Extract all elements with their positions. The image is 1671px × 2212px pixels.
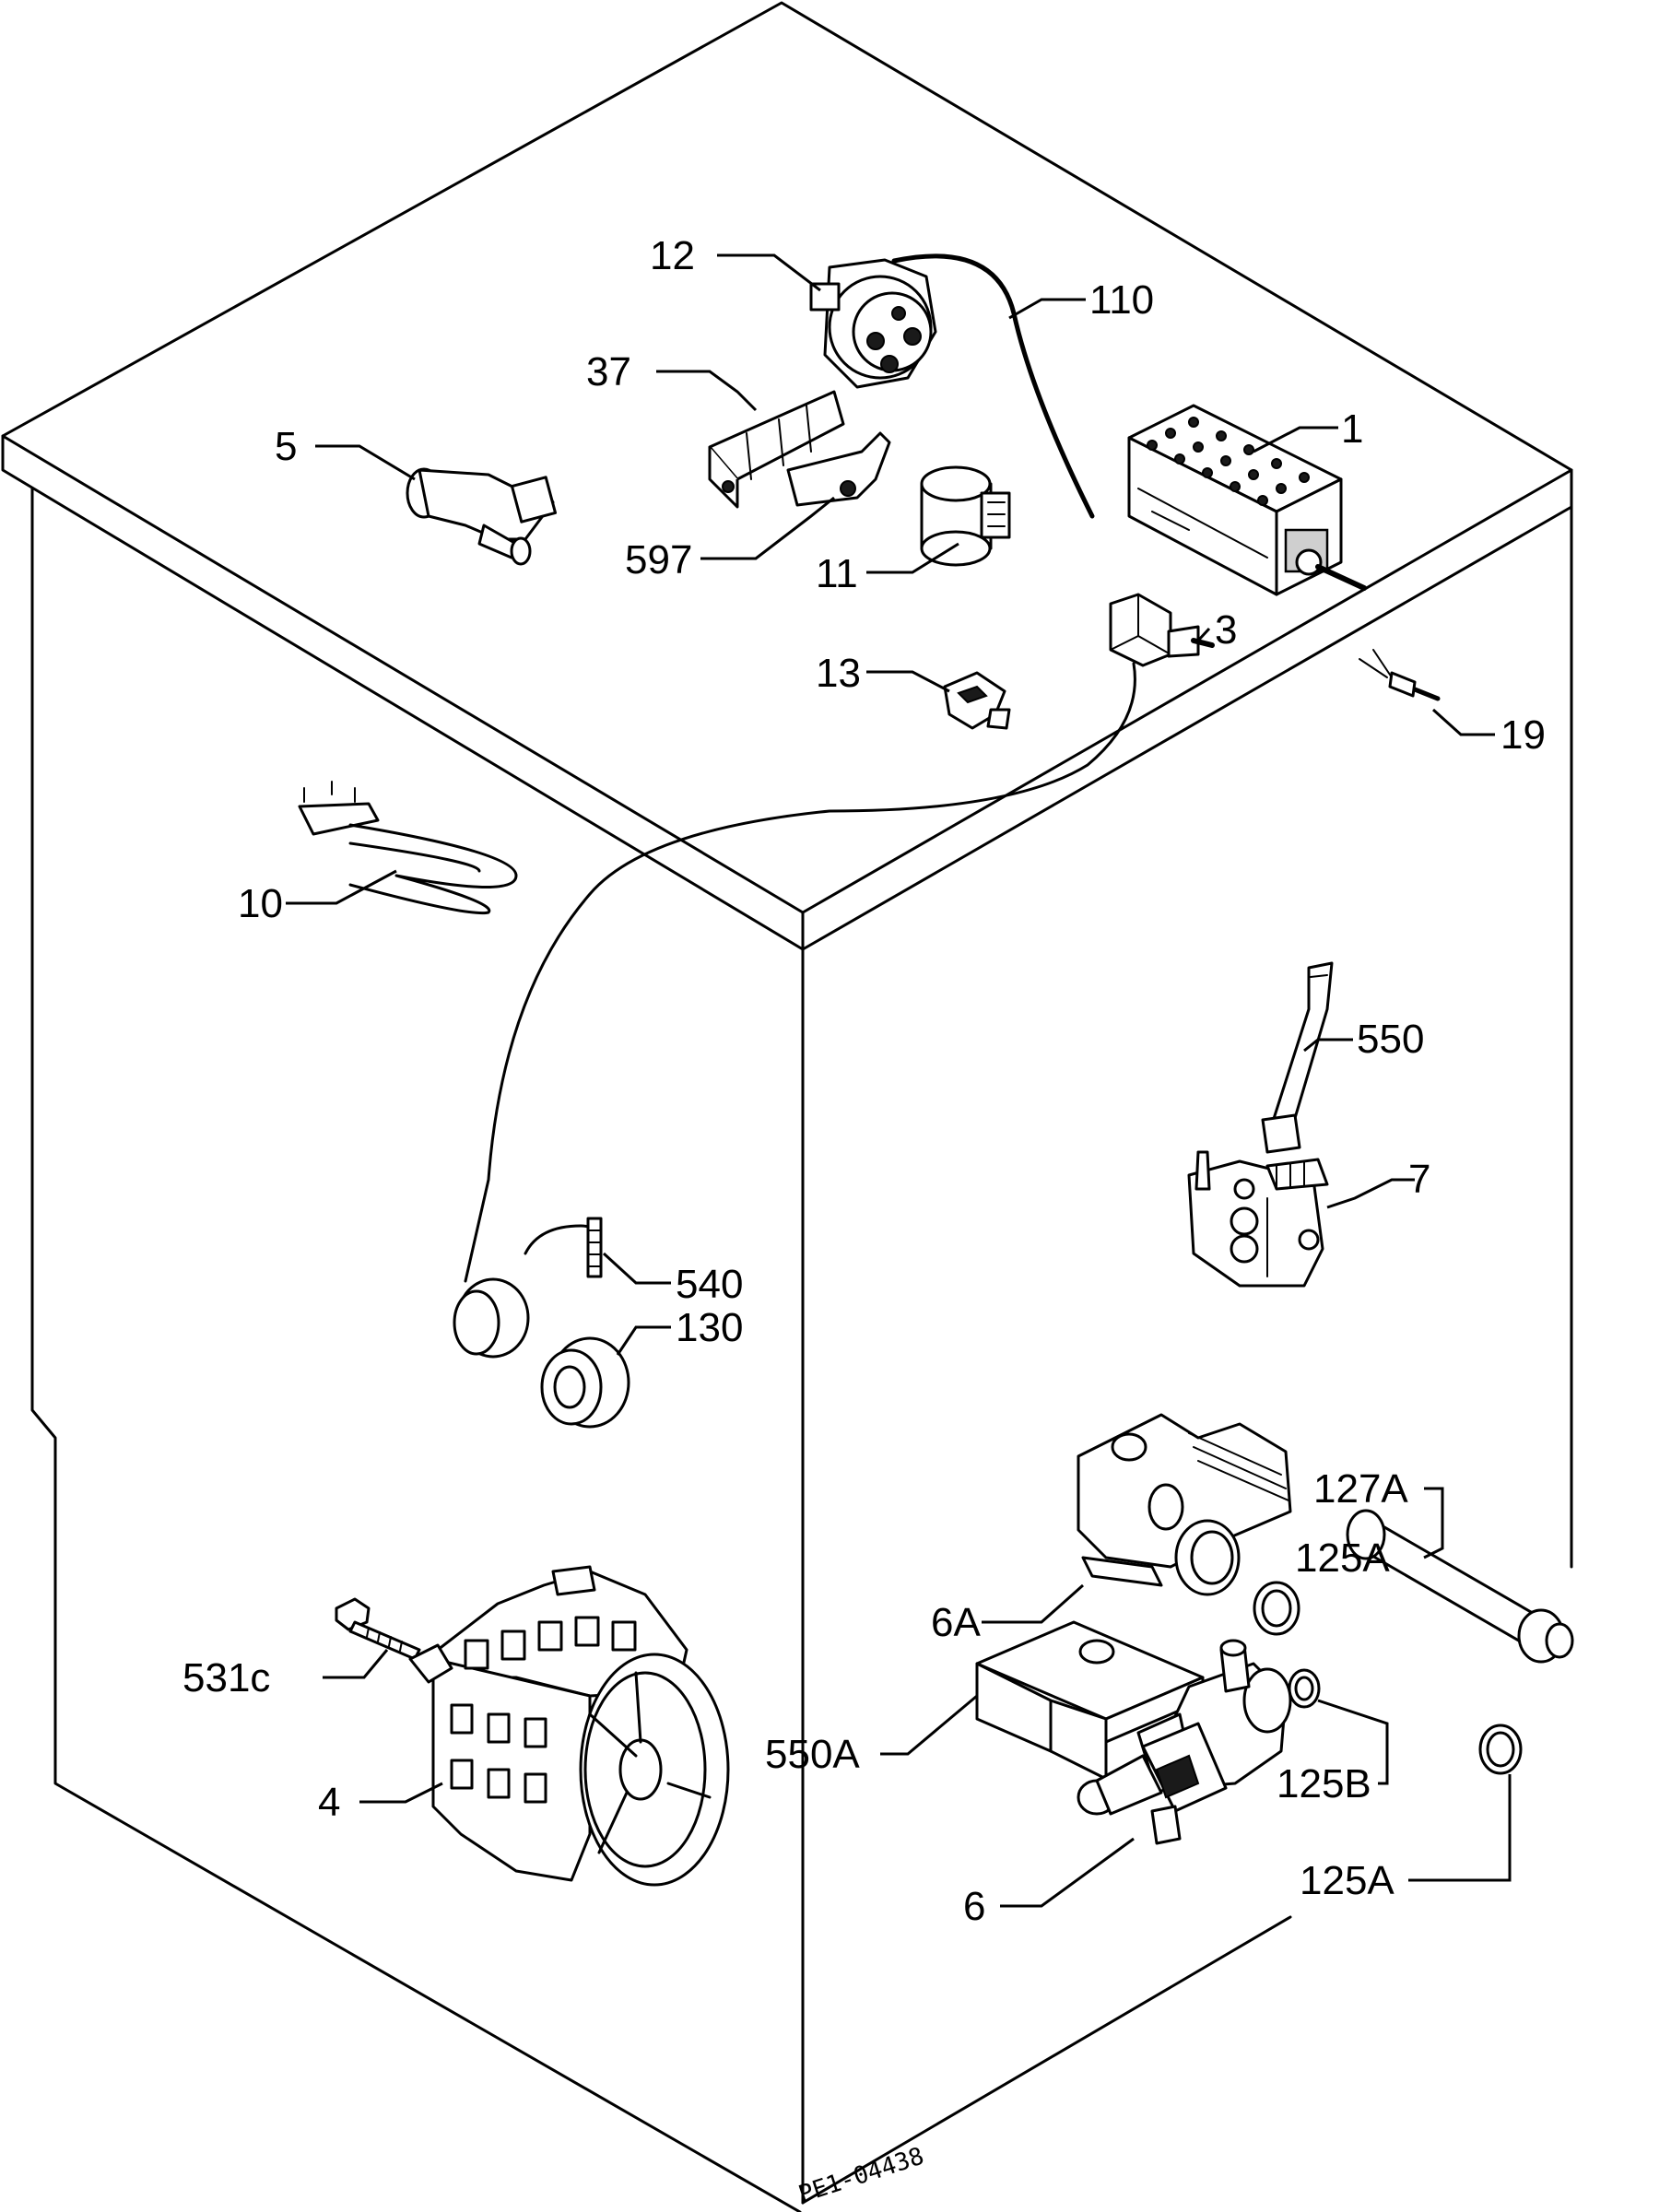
part-125B-ring (1288, 1668, 1321, 1709)
part-1-programme-timer (1127, 404, 1367, 596)
label-part-1: 1 (1341, 406, 1363, 452)
label-part-550: 550 (1357, 1017, 1424, 1062)
label-part-19: 19 (1500, 712, 1546, 758)
part-130-grommet-1 (453, 1277, 530, 1359)
label-part-37: 37 (586, 349, 631, 394)
label-part-540: 540 (676, 1262, 743, 1307)
label-part-12: 12 (650, 233, 695, 278)
part-3-switch (1109, 593, 1215, 667)
part-4-motor (408, 1565, 730, 1887)
part-6A-pump-housing (1077, 1413, 1292, 1596)
part-12-pressure-switch (809, 258, 937, 389)
label-part-4: 4 (318, 1780, 340, 1825)
label-part-5: 5 (275, 424, 297, 469)
part-125A-ring-bottom (1478, 1724, 1523, 1775)
part-5-inlet-valve (406, 467, 558, 566)
label-part-125A-top: 125A (1295, 1535, 1390, 1581)
label-part-6: 6 (963, 1884, 985, 1929)
label-part-10: 10 (238, 881, 283, 926)
part-540-clamp (524, 1217, 603, 1278)
cable-harness (464, 662, 1136, 1283)
part-110-hose (891, 253, 1095, 519)
label-part-597: 597 (625, 537, 692, 582)
part-7-door-lock (1187, 1150, 1329, 1288)
leader-lines (286, 253, 1512, 1908)
part-130-grommet-2 (540, 1336, 630, 1429)
part-11-capacitor (920, 465, 1011, 567)
part-19-sensor (1359, 649, 1441, 701)
label-part-6A: 6A (931, 1600, 981, 1645)
part-6-drain-pump (1077, 1639, 1292, 1845)
part-127A-pipe (1346, 1509, 1574, 1664)
part-13-connector (943, 671, 1011, 730)
part-37-terminal-block (708, 390, 845, 509)
label-part-550A: 550A (765, 1732, 860, 1777)
part-10-heating-element (298, 781, 518, 915)
label-part-7: 7 (1408, 1157, 1430, 1202)
label-part-531c: 531c (182, 1655, 270, 1700)
label-part-127A: 127A (1313, 1466, 1408, 1512)
part-125A-ring-top (1253, 1581, 1300, 1636)
part-550-hose (1261, 961, 1334, 1154)
label-part-125A-bottom: 125A (1300, 1858, 1394, 1903)
part-550A-cover (975, 1620, 1205, 1781)
part-597-clip (786, 431, 891, 507)
label-part-130: 130 (676, 1305, 743, 1350)
label-part-110: 110 (1089, 277, 1154, 323)
part-531c-screw (335, 1597, 421, 1661)
cabinet-outline (1, 1, 1573, 2212)
label-part-3: 3 (1215, 607, 1237, 653)
label-part-11: 11 (816, 551, 858, 596)
label-part-125B: 125B (1277, 1761, 1371, 1806)
label-part-13: 13 (816, 651, 861, 696)
part-labels: 12 110 37 5 1 597 11 3 13 19 10 550 7 54… (182, 233, 1546, 1929)
drawing-code: PE1-04438 (795, 2143, 927, 2209)
